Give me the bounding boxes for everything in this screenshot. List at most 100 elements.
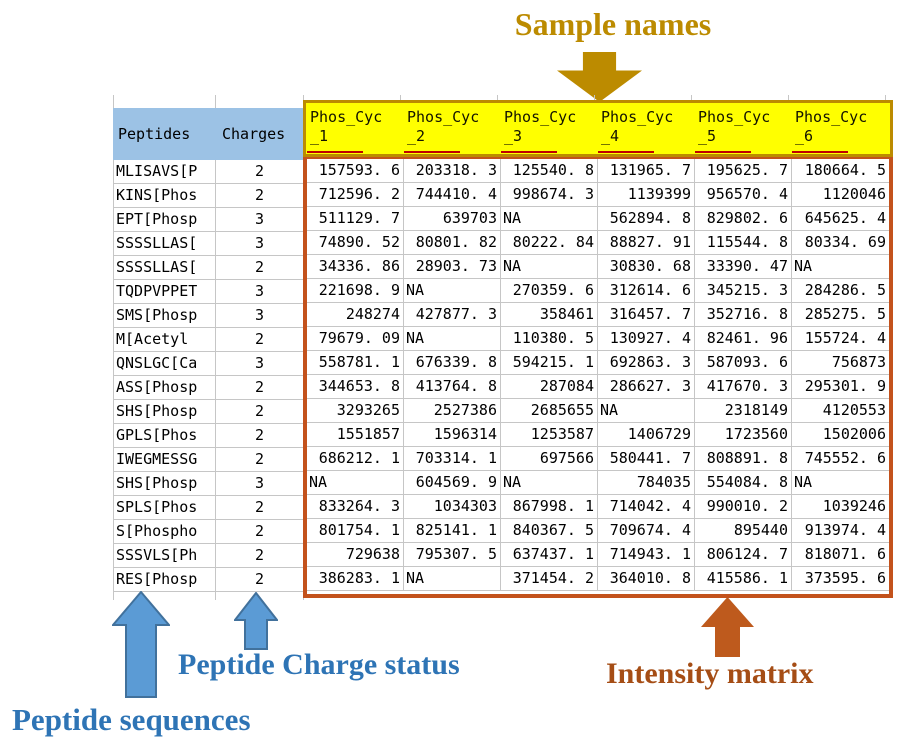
peptide-cell[interactable]: IWEGMESSG: [114, 448, 216, 471]
peptide-cell[interactable]: SPLS[Phos: [114, 496, 216, 519]
charge-cell[interactable]: 2: [216, 568, 304, 591]
intensity-cell[interactable]: 558781. 1: [307, 351, 404, 374]
peptide-cell[interactable]: QNSLGC[Ca: [114, 352, 216, 375]
charge-cell[interactable]: 2: [216, 160, 304, 183]
intensity-cell[interactable]: 312614. 6: [598, 279, 695, 302]
intensity-cell[interactable]: 80222. 84: [501, 231, 598, 254]
charge-cell[interactable]: 2: [216, 424, 304, 447]
intensity-cell[interactable]: NA: [404, 327, 501, 350]
intensity-cell[interactable]: NA: [501, 207, 598, 230]
intensity-cell[interactable]: 1406729: [598, 423, 695, 446]
intensity-cell[interactable]: 818071. 6: [804, 545, 886, 563]
intensity-cell[interactable]: 74890. 52: [307, 231, 404, 254]
peptides-column-header[interactable]: Peptides: [118, 125, 191, 143]
intensity-cell[interactable]: 604569. 9: [404, 471, 501, 494]
intensity-cell[interactable]: 1551857: [307, 423, 404, 446]
peptide-cell[interactable]: RES[Phosp: [114, 568, 216, 591]
intensity-cell[interactable]: 415586. 1: [695, 567, 792, 590]
intensity-cell[interactable]: 562894. 8: [598, 207, 695, 230]
intensity-cell[interactable]: 833264. 3: [307, 495, 404, 518]
intensity-cell[interactable]: 998674. 3: [501, 183, 598, 206]
intensity-cell[interactable]: 316457. 7: [598, 303, 695, 326]
intensity-cell[interactable]: 714943. 1: [598, 543, 695, 566]
intensity-cell[interactable]: 248274: [307, 303, 404, 326]
intensity-cell[interactable]: NA: [501, 255, 598, 278]
charge-cell[interactable]: 2: [216, 448, 304, 471]
peptide-cell[interactable]: SSSVLS[Ph: [114, 544, 216, 567]
charge-cell[interactable]: 2: [216, 544, 304, 567]
intensity-cell[interactable]: 80334. 69: [804, 233, 886, 251]
intensity-cell[interactable]: 82461. 96: [695, 327, 792, 350]
intensity-cell[interactable]: 195625. 7: [695, 159, 792, 182]
intensity-cell[interactable]: 1034303: [404, 495, 501, 518]
peptide-cell[interactable]: KINS[Phos: [114, 184, 216, 207]
intensity-cell[interactable]: 413764. 8: [404, 375, 501, 398]
intensity-cell[interactable]: NA: [404, 567, 501, 590]
sample-header-cell[interactable]: Phos_Cyc_5: [694, 103, 791, 154]
intensity-cell[interactable]: 364010. 8: [598, 567, 695, 590]
intensity-cell[interactable]: 867998. 1: [501, 495, 598, 518]
intensity-cell[interactable]: 913974. 4: [804, 521, 886, 539]
intensity-cell[interactable]: 28903. 73: [404, 255, 501, 278]
peptide-cell[interactable]: S[Phospho: [114, 520, 216, 543]
peptide-cell[interactable]: M[Acetyl: [114, 328, 216, 351]
sample-header-cell[interactable]: Phos_Cyc_2: [403, 103, 500, 154]
sample-header-cell[interactable]: Phos_Cyc_4: [597, 103, 694, 154]
intensity-cell[interactable]: 79679. 09: [307, 327, 404, 350]
peptide-cell[interactable]: SSSSLLAS[: [114, 232, 216, 255]
intensity-cell[interactable]: 692863. 3: [598, 351, 695, 374]
intensity-cell[interactable]: 825141. 1: [404, 519, 501, 542]
intensity-cell[interactable]: 1502006: [822, 425, 886, 443]
intensity-cell[interactable]: 1039246: [822, 497, 886, 515]
charge-cell[interactable]: 3: [216, 232, 304, 255]
peptide-cell[interactable]: MLISAVS[P: [114, 160, 216, 183]
intensity-cell[interactable]: 284286. 5: [804, 281, 886, 299]
intensity-cell[interactable]: 155724. 4: [804, 329, 886, 347]
intensity-cell[interactable]: 784035: [598, 471, 695, 494]
charge-cell[interactable]: 3: [216, 472, 304, 495]
intensity-cell[interactable]: 1723560: [695, 423, 792, 446]
charge-cell[interactable]: 2: [216, 520, 304, 543]
intensity-cell[interactable]: 829802. 6: [695, 207, 792, 230]
intensity-cell[interactable]: 808891. 8: [695, 447, 792, 470]
intensity-cell[interactable]: 1253587: [501, 423, 598, 446]
sample-header-cell[interactable]: Phos_Cyc_6: [791, 103, 888, 154]
intensity-cell[interactable]: 287084: [501, 375, 598, 398]
intensity-cell[interactable]: 795307. 5: [404, 543, 501, 566]
intensity-cell[interactable]: 645625. 4: [804, 209, 886, 227]
intensity-cell[interactable]: 344653. 8: [307, 375, 404, 398]
intensity-cell[interactable]: 1139399: [598, 183, 695, 206]
intensity-cell[interactable]: 956570. 4: [695, 183, 792, 206]
intensity-cell[interactable]: 131965. 7: [598, 159, 695, 182]
intensity-cell[interactable]: 744410. 4: [404, 183, 501, 206]
charge-cell[interactable]: 2: [216, 376, 304, 399]
intensity-cell[interactable]: 427877. 3: [404, 303, 501, 326]
peptide-cell[interactable]: SMS[Phosp: [114, 304, 216, 327]
intensity-cell[interactable]: 554084. 8: [695, 471, 792, 494]
intensity-cell[interactable]: 34336. 86: [307, 255, 404, 278]
intensity-cell[interactable]: 110380. 5: [501, 327, 598, 350]
intensity-cell[interactable]: 745552. 6: [804, 449, 886, 467]
intensity-cell[interactable]: 801754. 1: [307, 519, 404, 542]
intensity-cell[interactable]: NA: [404, 279, 501, 302]
intensity-cell[interactable]: 358461: [501, 303, 598, 326]
intensity-cell[interactable]: 511129. 7: [307, 207, 404, 230]
intensity-cell[interactable]: 88827. 91: [598, 231, 695, 254]
charge-cell[interactable]: 3: [216, 280, 304, 303]
intensity-cell[interactable]: 30830. 68: [598, 255, 695, 278]
peptide-cell[interactable]: SHS[Phosp: [114, 472, 216, 495]
intensity-cell[interactable]: 703314. 1: [404, 447, 501, 470]
intensity-cell[interactable]: 285275. 5: [804, 305, 886, 323]
intensity-cell[interactable]: 1596314: [404, 423, 501, 446]
intensity-cell[interactable]: 373595. 6: [804, 569, 886, 587]
intensity-cell[interactable]: NA: [598, 399, 695, 422]
intensity-cell[interactable]: 840367. 5: [501, 519, 598, 542]
intensity-cell[interactable]: 676339. 8: [404, 351, 501, 374]
intensity-cell[interactable]: 714042. 4: [598, 495, 695, 518]
sample-header-cell[interactable]: Phos_Cyc_1: [306, 103, 403, 154]
intensity-cell[interactable]: 594215. 1: [501, 351, 598, 374]
intensity-cell[interactable]: 3293265: [307, 399, 404, 422]
intensity-cell[interactable]: 990010. 2: [695, 495, 792, 518]
charge-cell[interactable]: 2: [216, 184, 304, 207]
intensity-cell[interactable]: NA: [794, 473, 813, 491]
